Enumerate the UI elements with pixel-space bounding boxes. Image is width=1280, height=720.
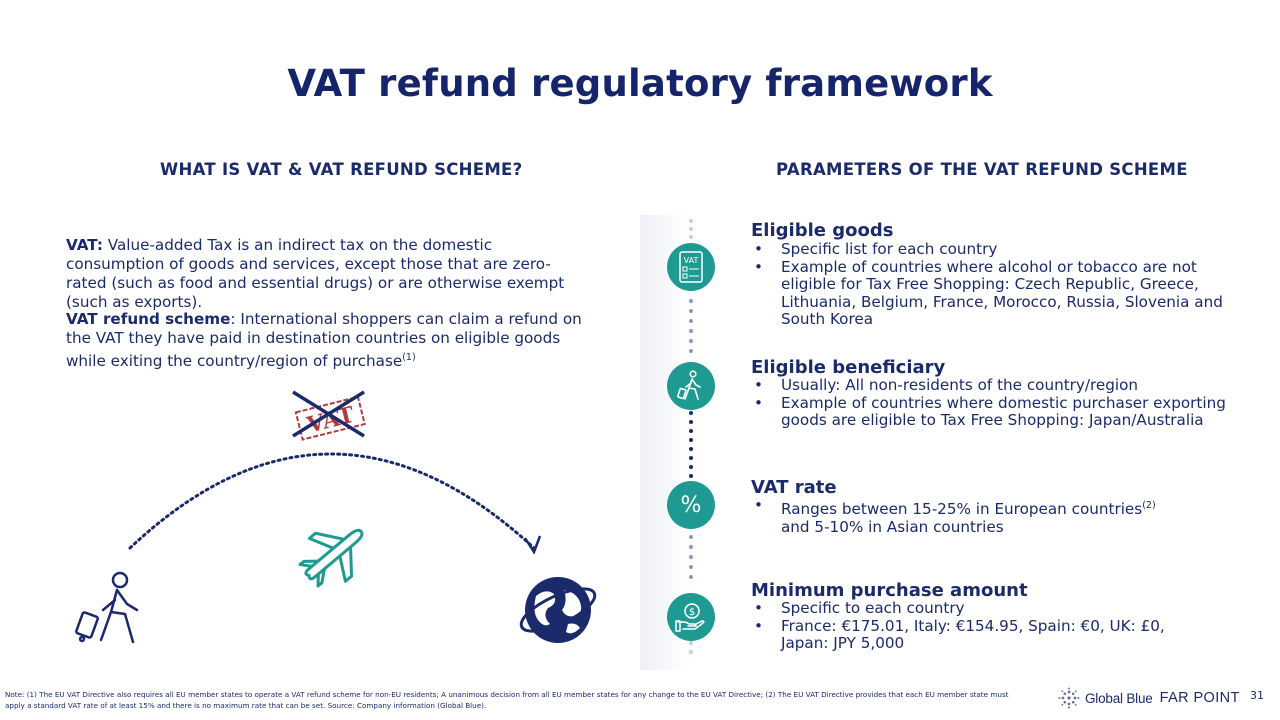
footnote: Note: (1) The EU VAT Directive also requ…	[5, 690, 1009, 710]
param-eligible-beneficiary-list: Usually: All non-residents of the countr…	[751, 376, 1251, 430]
global-blue-logo-icon	[1058, 687, 1080, 709]
vat-definition-text: Value-added Tax is an indirect tax on th…	[66, 236, 565, 311]
list-item: Specific to each country	[751, 599, 1251, 618]
brand-global-blue: Global Blue	[1085, 690, 1153, 706]
crossed-vat-stamp-icon: VAT	[292, 390, 366, 441]
right-section-heading: PARAMETERS OF THE VAT REFUND SCHEME	[776, 160, 1188, 179]
vat-refund-scheme-definition: VAT refund scheme: International shopper…	[66, 310, 586, 371]
svg-text:VAT: VAT	[684, 256, 699, 265]
param-eligible-goods-list: Specific list for each country Example o…	[751, 240, 1251, 329]
journey-arc	[128, 452, 536, 550]
vat-document-icon: VAT	[667, 243, 715, 291]
vat-refund-scheme-label: VAT refund scheme	[66, 310, 231, 328]
list-item: France: €175.01, Italy: €154.95, Spain: …	[751, 617, 1251, 653]
vat-stamp-text: VAT	[304, 402, 358, 439]
airplane-icon	[298, 528, 364, 588]
arrow-head-icon	[523, 535, 542, 555]
param-eligible-goods-title: Eligible goods	[751, 220, 894, 241]
param-minimum-purchase-title: Minimum purchase amount	[751, 580, 1028, 601]
param-vat-rate-list: Ranges between 15-25% in European countr…	[751, 497, 1251, 536]
list-item: Ranges between 15-25% in European countr…	[751, 497, 1251, 536]
param-minimum-purchase-list: Specific to each country France: €175.01…	[751, 599, 1251, 653]
param-vat-rate-title: VAT rate	[751, 477, 837, 498]
percent-icon: %	[667, 481, 715, 529]
footnote-ref-2: (2)	[1142, 500, 1156, 511]
money-hand-icon: $	[667, 593, 715, 641]
vat-refund-scheme-text: : International shoppers can claim a ref…	[66, 310, 582, 371]
vat-label: VAT:	[66, 236, 103, 254]
list-item: Usually: All non-residents of the countr…	[751, 376, 1251, 395]
vat-definition: VAT: Value-added Tax is an indirect tax …	[66, 236, 586, 312]
traveler-with-luggage-icon	[75, 571, 139, 644]
traveler-icon	[667, 362, 715, 410]
list-item: Example of countries where domestic purc…	[751, 394, 1251, 430]
vat-refund-illustration: VAT	[75, 390, 597, 644]
footnote-ref-1: (1)	[402, 352, 416, 363]
svg-text:$: $	[689, 607, 695, 618]
param-eligible-beneficiary-title: Eligible beneficiary	[751, 357, 946, 378]
page-title: VAT refund regulatory framework	[287, 62, 993, 105]
globe-icon	[519, 577, 597, 643]
brand-logo: Global Blue FAR POINT	[1058, 687, 1240, 709]
brand-far-point: FAR POINT	[1159, 690, 1240, 706]
left-section-heading: WHAT IS VAT & VAT REFUND SCHEME?	[160, 160, 523, 179]
list-item: Example of countries where alcohol or to…	[751, 258, 1251, 329]
page-number: 31	[1250, 689, 1264, 702]
timeline-connector	[689, 219, 693, 654]
list-item: Specific list for each country	[751, 240, 1251, 259]
